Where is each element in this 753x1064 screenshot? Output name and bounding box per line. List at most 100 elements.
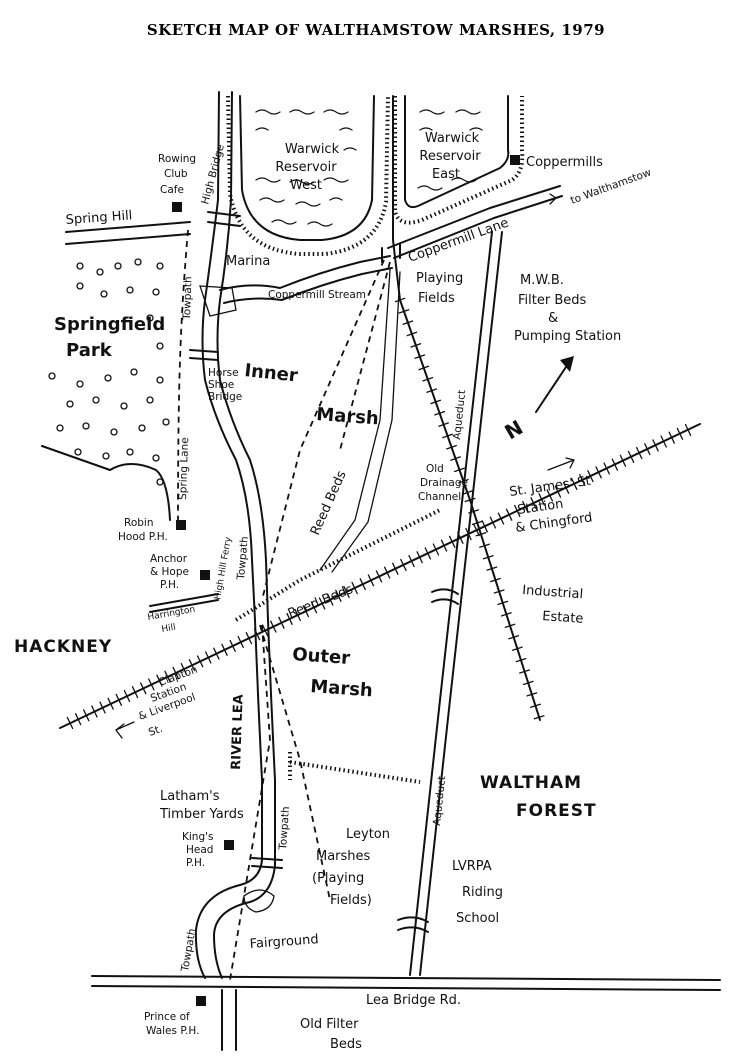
map-title: SKETCH MAP OF WALTHAMSTOW MARSHES, 1979 — [147, 21, 605, 39]
water-pattern-west — [255, 109, 357, 227]
reed-beds-north-label: Reed Beds — [308, 468, 350, 537]
clapton-label-4: St. — [147, 723, 164, 739]
anchor-hope-label-2: & Hope — [150, 566, 189, 578]
leyton-label-2: Marshes — [316, 849, 371, 864]
prince-label-1: Prince of — [144, 1011, 190, 1023]
lvrpa-label-1: LVRPA — [452, 859, 492, 874]
harrington-hill-road — [149, 593, 219, 613]
towpath-mid-label: Towpath — [235, 536, 251, 581]
to-walthamstow-arrow — [537, 193, 558, 205]
prince-of-wales-icon — [196, 996, 206, 1006]
lvrpa-label-3: School — [456, 911, 499, 926]
anchor-hope-icon — [200, 570, 210, 580]
mwb-label-1: M.W.B. — [520, 273, 564, 288]
marina-basin — [199, 285, 237, 317]
springfield-label: Springfield — [54, 314, 165, 335]
forest-label: FOREST — [516, 801, 597, 821]
industrial-label-2: Estate — [542, 609, 584, 627]
st-james-arrow — [547, 457, 575, 471]
footpath-inner-marsh — [261, 259, 385, 601]
mwb-label-4: Pumping Station — [514, 329, 621, 344]
towpath-north-label: Towpath — [181, 276, 195, 321]
footpath-towpath-south — [229, 624, 271, 981]
hackney-label: HACKNEY — [14, 637, 112, 657]
prince-label-2: Wales P.H. — [146, 1025, 199, 1037]
rowing-club-label-3: Cafe — [160, 184, 184, 196]
old-drainage-label-1: Old — [426, 463, 444, 475]
robin-hood-icon — [176, 520, 186, 530]
clapton-arrow — [115, 721, 135, 739]
fairground-label: Fairground — [249, 932, 319, 952]
spring-lane-path — [177, 229, 189, 521]
leyton-boundary — [289, 760, 421, 784]
warwick-west-label-1: Warwick — [285, 142, 340, 157]
rail-ties — [66, 423, 692, 730]
aqueduct-bridge-1 — [431, 588, 459, 605]
old-drainage-label-2: Drainage — [420, 477, 468, 489]
playing-fields-label-2: Fields — [418, 291, 455, 306]
lathams-label-1: Latham's — [160, 789, 220, 804]
water-pattern-east — [417, 109, 483, 191]
drainage-channel-north-2 — [331, 271, 401, 573]
towpath-fairground-label: Towpath — [179, 928, 199, 974]
coppermills-building-icon — [510, 155, 520, 165]
tree-icons — [48, 258, 170, 486]
anchor-hope-label-3: P.H. — [160, 579, 179, 591]
horse-shoe-bridge: Horse Shoe Bridge — [189, 349, 242, 403]
old-drainage-channel — [234, 508, 441, 622]
warwick-reservoir-west: Warwick Reservoir West — [226, 95, 390, 256]
kings-head-icon — [224, 840, 234, 850]
leyton-label-4: Fields) — [330, 893, 372, 908]
park-label: Park — [66, 340, 113, 361]
spring-hill-label: Spring Hill — [65, 208, 133, 228]
rowing-club-label-2: Club — [164, 168, 188, 180]
kings-head-label-2: Head — [186, 844, 213, 856]
springfield-park: Springfield Park — [41, 258, 171, 521]
old-filter-label-1: Old Filter — [300, 1017, 359, 1032]
horse-shoe-label-3: Bridge — [208, 391, 242, 403]
high-bridge-label: High Bridge — [199, 143, 227, 206]
fairground-island — [243, 889, 275, 913]
old-drainage-label-3: Channel — [418, 491, 461, 503]
inner-marsh-label: Marsh — [316, 404, 380, 429]
river-lea: RIVER LEA — [194, 91, 276, 979]
marina-label: Marina — [226, 254, 270, 269]
coppermill-stream-label: Coppermill Stream — [268, 289, 366, 301]
spring-lane-label: Spring Lane — [177, 437, 191, 500]
coppermill-lane-label: Coppermill Lane — [406, 216, 510, 266]
warwick-east-label-2: Reservoir — [419, 149, 481, 164]
railway-chingford-line — [59, 423, 701, 730]
harrington-label-2: Hill — [161, 623, 177, 635]
to-walthamstow-label: to Walthamstow — [569, 166, 653, 206]
footpath-leyton — [259, 624, 331, 901]
coppermill-stream: Coppermill Stream — [219, 255, 393, 304]
kings-head-label-1: King's — [182, 831, 213, 843]
coppermill-lane: Coppermill Lane to Walthamstow — [387, 166, 653, 266]
outer-label: Outer — [292, 644, 351, 669]
playing-fields-label-1: Playing — [416, 271, 463, 286]
railway-north-south — [392, 95, 545, 721]
north-arrow-label: N — [501, 415, 528, 444]
mwb-label-3: & — [548, 311, 558, 326]
warwick-east-label-3: East — [432, 167, 460, 182]
north-arrow-icon: N — [501, 356, 574, 444]
leyton-label-3: (Playing — [312, 871, 364, 886]
road-south-spur — [221, 989, 237, 1051]
anchor-hope-label-1: Anchor — [150, 553, 188, 565]
robin-hood-label-1: Robin — [124, 517, 154, 529]
aqueduct-south-label: Aqueduct — [431, 775, 448, 826]
park-boundary — [41, 445, 171, 521]
industrial-label-1: Industrial — [522, 583, 584, 602]
aqueduct: Aqueduct Aqueduct — [397, 231, 503, 976]
warwick-west-label-3: West — [290, 178, 322, 193]
lvrpa-label-2: Riding — [462, 885, 503, 900]
river-lea-label: RIVER LEA — [229, 694, 247, 770]
kings-head-label-3: P.H. — [186, 857, 205, 869]
old-filter-label-2: Beds — [330, 1037, 362, 1052]
warwick-reservoir-east: Warwick Reservoir East — [393, 95, 525, 225]
lea-bridge-road: Lea Bridge Rd. — [91, 975, 721, 1051]
reed-beds-south-label: Reed Beds — [286, 582, 356, 622]
aqueduct-bridge-2 — [397, 916, 429, 933]
warwick-east-label-1: Warwick — [425, 131, 480, 146]
